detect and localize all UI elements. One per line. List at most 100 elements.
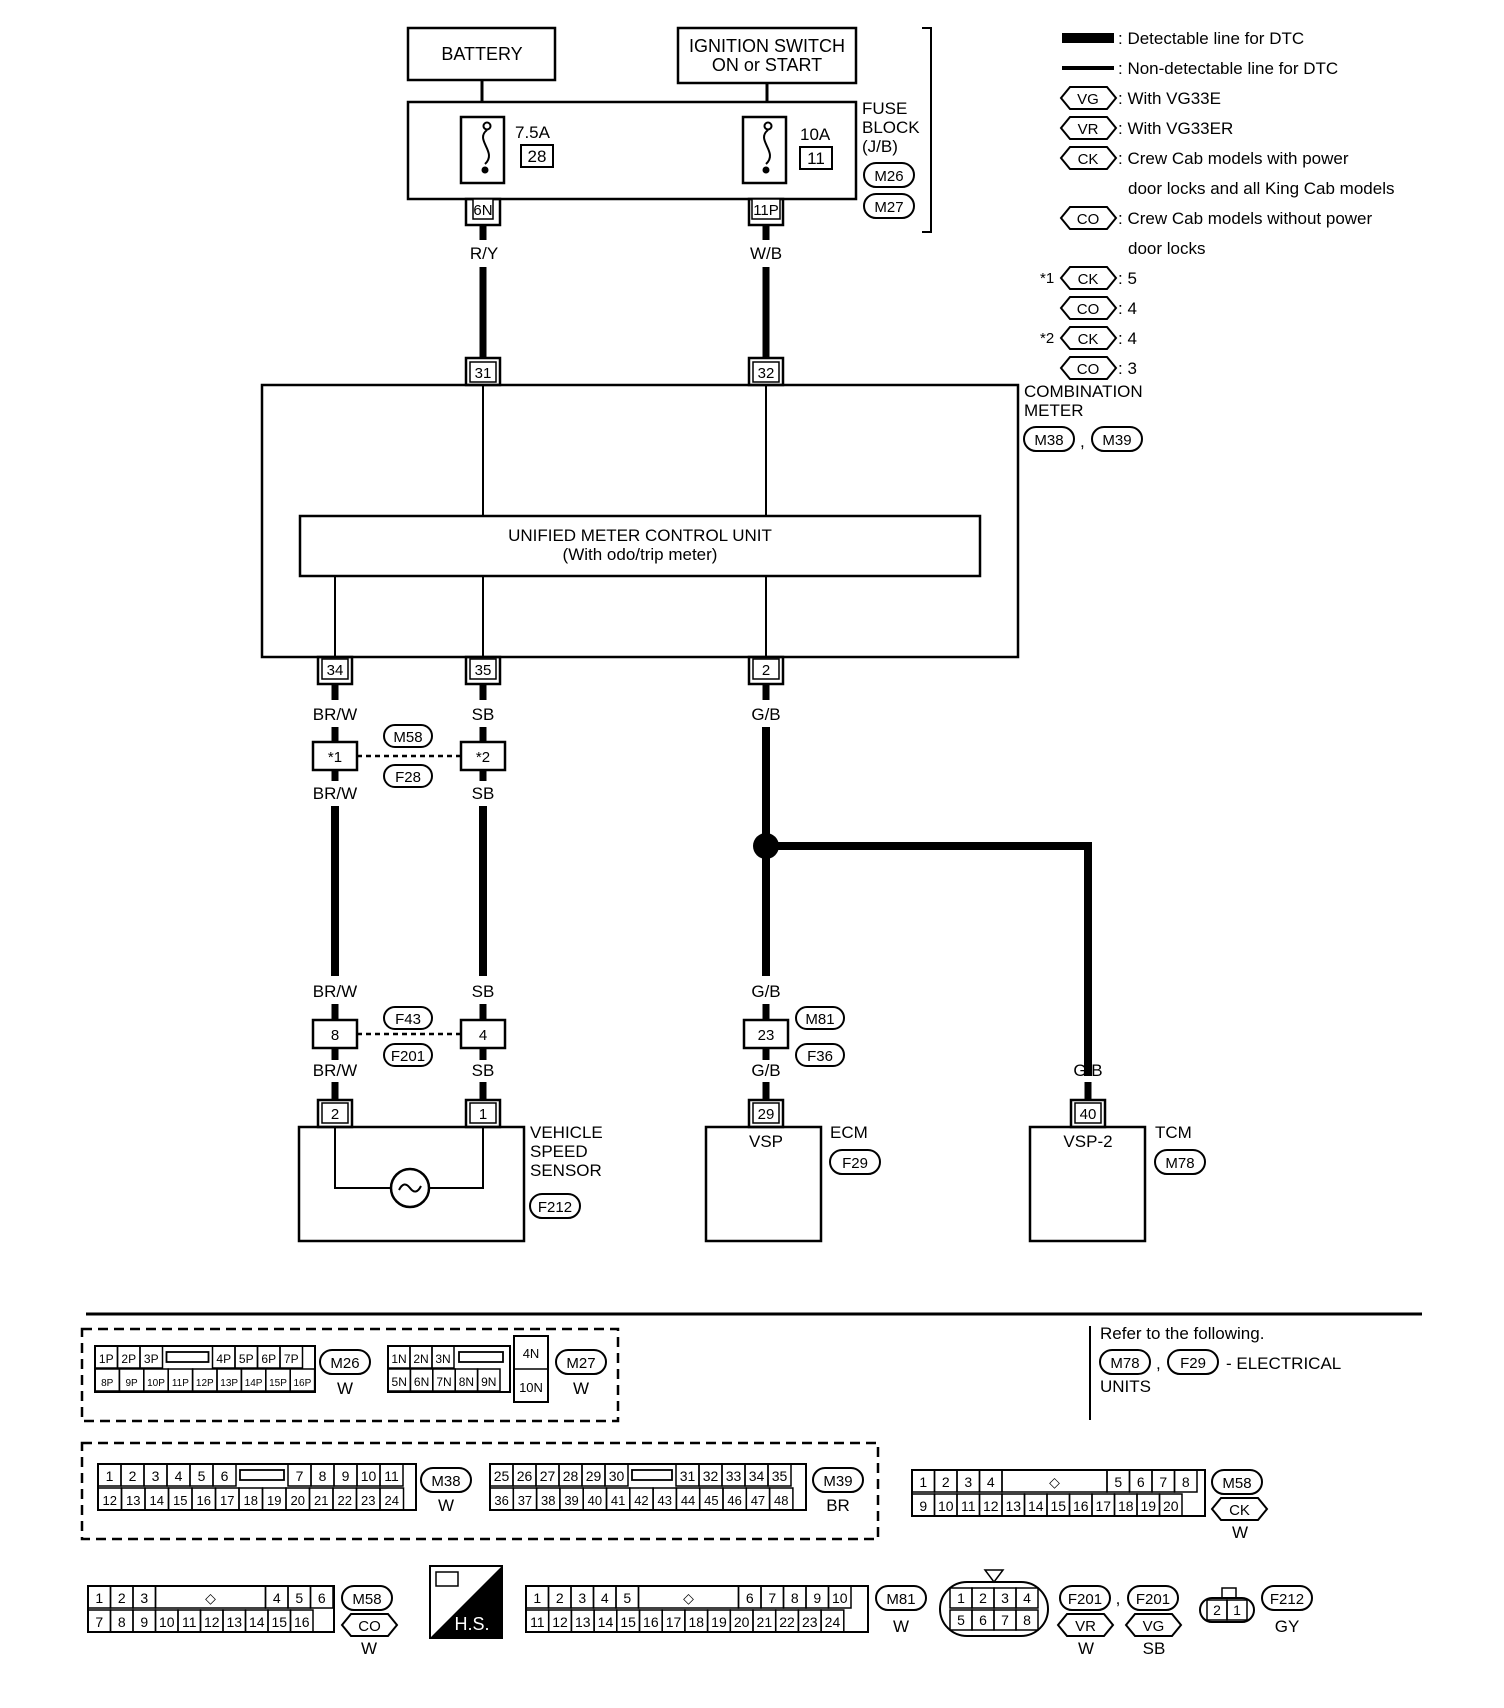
connector-pin-label: 2 bbox=[118, 1590, 126, 1606]
connector-pin-label: 1 bbox=[919, 1474, 927, 1490]
connector-tag-label: M39 bbox=[823, 1473, 852, 1490]
svg-text:2: 2 bbox=[331, 1106, 339, 1123]
variant-tag bbox=[1124, 1613, 1183, 1637]
connector-latch bbox=[1221, 1587, 1237, 1599]
connector-pin-label: 10N bbox=[519, 1380, 543, 1395]
svg-text:M38: M38 bbox=[1034, 432, 1063, 449]
connector-pin-label: 5 bbox=[623, 1590, 631, 1606]
connector-pin-label: ◇ bbox=[1049, 1474, 1060, 1490]
wire-gb-branch bbox=[766, 842, 1092, 1076]
connector-pin-label: 2 bbox=[1213, 1602, 1221, 1618]
svg-text:28: 28 bbox=[528, 147, 547, 166]
svg-text:*1: *1 bbox=[328, 749, 342, 766]
connector-pin-label: 5 bbox=[295, 1590, 303, 1606]
connector-pin-label: 10 bbox=[938, 1498, 954, 1514]
fuse-block: 7.5A 28 10A 11 FUSE BLOCK (J/B) M26 M27 bbox=[406, 27, 932, 233]
connector-pin-label: 12 bbox=[103, 1493, 117, 1508]
wire-color-sb-3: SB bbox=[472, 982, 495, 1001]
connector-pin-label: 11P bbox=[172, 1378, 189, 1389]
connector-latch bbox=[983, 1569, 1005, 1584]
connector-pin-label: ◇ bbox=[683, 1590, 694, 1606]
connector-pin-label: 14 bbox=[1028, 1498, 1044, 1514]
svg-text:6N: 6N bbox=[473, 202, 492, 219]
svg-text:: 5: : 5 bbox=[1118, 269, 1137, 288]
svg-text:: 3: : 3 bbox=[1118, 359, 1137, 378]
svg-text:F43: F43 bbox=[395, 1011, 421, 1028]
connector-pin-label: 6 bbox=[746, 1590, 754, 1606]
connector-pin-label: 24 bbox=[385, 1493, 399, 1508]
svg-text:1: 1 bbox=[479, 1106, 487, 1123]
variant-tag bbox=[1210, 1497, 1269, 1521]
connector-pin-label: 15 bbox=[1050, 1498, 1066, 1514]
svg-text:SPEED: SPEED bbox=[530, 1142, 588, 1161]
meter-pin-2: 2 bbox=[747, 655, 785, 686]
connector-pin-label: 11 bbox=[182, 1614, 197, 1630]
svg-text:29: 29 bbox=[758, 1106, 775, 1123]
connector-pin-label: 1 bbox=[1233, 1602, 1241, 1618]
svg-text:door locks: door locks bbox=[1128, 239, 1205, 258]
connector-pin-label: 10 bbox=[832, 1590, 848, 1606]
connector-pin-label: 4 bbox=[1023, 1590, 1031, 1606]
connector-pin-label: 38 bbox=[541, 1493, 555, 1508]
svg-text:: 4: : 4 bbox=[1118, 299, 1137, 318]
connector-pin-label: 24 bbox=[825, 1614, 841, 1630]
connector-pin-label: 12 bbox=[552, 1614, 568, 1630]
connector-pin-label: 9 bbox=[342, 1468, 350, 1484]
wire-color-wb: W/B bbox=[750, 244, 782, 263]
connector-pin-label: 15 bbox=[271, 1614, 287, 1630]
wire-color-brw-1: BR/W bbox=[313, 705, 357, 724]
connector-tag-label: M38 bbox=[431, 1473, 460, 1490]
connector-pin-label: 47 bbox=[751, 1493, 765, 1508]
wire-color-sb-1: SB bbox=[472, 705, 495, 724]
connector-pin-label: 22 bbox=[338, 1493, 352, 1508]
connector-pin-label: 5N bbox=[392, 1375, 407, 1389]
connector-pin-label: 5 bbox=[957, 1612, 965, 1628]
connector-pin-label: 7P bbox=[284, 1352, 299, 1366]
connector-tag bbox=[319, 1349, 371, 1375]
connector-pin-label: 4N bbox=[523, 1346, 540, 1361]
connector-pin-label: 3 bbox=[152, 1468, 160, 1484]
svg-text:F28: F28 bbox=[395, 769, 421, 786]
svg-text:CK: CK bbox=[1078, 331, 1099, 348]
svg-text:4: 4 bbox=[479, 1027, 487, 1044]
wire-color-gb-2: G/B bbox=[751, 982, 780, 1001]
connector-pin-label: 4 bbox=[273, 1590, 281, 1606]
connector-cell bbox=[289, 1368, 316, 1392]
connector-pin-label: 4P bbox=[216, 1352, 231, 1366]
connector-pin-label: 34 bbox=[749, 1468, 765, 1484]
connector-pin-label: 7 bbox=[768, 1590, 776, 1606]
connector-color: W bbox=[438, 1496, 454, 1515]
connector-pin-label: 5P bbox=[239, 1352, 254, 1366]
connector-pin-label: 11 bbox=[961, 1498, 976, 1514]
connector-tag-label: F201 bbox=[1068, 1591, 1102, 1608]
wire-color-brw-4: BR/W bbox=[313, 1061, 357, 1080]
meter-pin-35: 35 bbox=[464, 655, 502, 686]
connector-pin-label: 10 bbox=[361, 1468, 377, 1484]
connector-color: W bbox=[573, 1379, 589, 1398]
connector-pin-label: 1 bbox=[95, 1590, 103, 1606]
connector-pin-label: 4 bbox=[175, 1468, 183, 1484]
connector-pin-label: 6 bbox=[318, 1590, 326, 1606]
connector-pin-label: 16 bbox=[197, 1493, 211, 1508]
wire-color-gb-4: G/B bbox=[1073, 1061, 1102, 1080]
legend: : Detectable line for DTC : Non-detectab… bbox=[1040, 29, 1394, 380]
connector-tag bbox=[875, 1585, 927, 1611]
connector-pin-label: 42 bbox=[634, 1493, 648, 1508]
connector-pin-4: 4 bbox=[459, 1018, 507, 1050]
connector-pin-label: 21 bbox=[314, 1493, 328, 1508]
connector-pin-label: 13 bbox=[126, 1493, 140, 1508]
connector-pin-label: 23 bbox=[802, 1614, 818, 1630]
connector-pin-label: 30 bbox=[609, 1468, 625, 1484]
battery: BATTERY bbox=[406, 26, 557, 82]
pin-11p: 11P bbox=[747, 197, 785, 227]
connector-pin-label: 17 bbox=[220, 1493, 234, 1508]
connector-tag bbox=[812, 1467, 864, 1493]
svg-text:: With VG33ER: : With VG33ER bbox=[1118, 119, 1233, 138]
connector-pin-label: 35 bbox=[772, 1468, 788, 1484]
connector-pin-label: 13 bbox=[1005, 1498, 1021, 1514]
connector-pin-label: 16P bbox=[294, 1378, 312, 1389]
svg-text:F212: F212 bbox=[538, 1199, 572, 1216]
connector-color: W bbox=[1078, 1639, 1094, 1658]
connector-pin-label: 1 bbox=[106, 1468, 114, 1484]
